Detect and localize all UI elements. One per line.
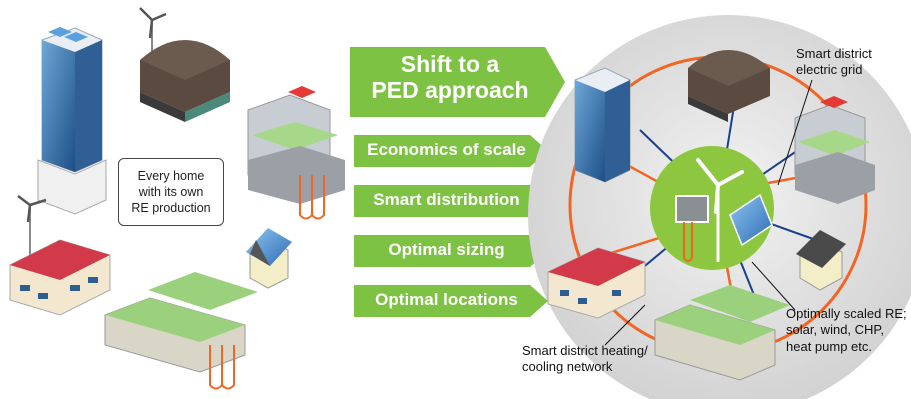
district-arena-icon: [688, 50, 770, 122]
heating-annotation-line2: cooling network: [522, 359, 613, 375]
home-production-note: Every home with its own RE production: [118, 158, 224, 226]
home-note-line1: Every home: [137, 168, 205, 183]
arrow-sizing: [354, 235, 548, 267]
arena-building-icon: [139, 7, 230, 122]
district-office-tower-icon: [574, 67, 631, 183]
grid-annotation-line2: electric grid: [796, 62, 863, 78]
wind-turbine-icon: [696, 158, 744, 262]
re-annotation: Optimally scaled RE; solar, wind, CHP, h…: [786, 306, 907, 355]
heating-annotation: Smart district heating/ cooling network: [522, 343, 648, 376]
heating-annotation-line1: Smart district heating/: [522, 343, 648, 358]
solar-panel-icon: [729, 193, 773, 247]
district-hospital-icon: [794, 96, 875, 204]
step-shift-line2: PED approach: [371, 77, 529, 104]
re-annotation-line1: Optimally scaled RE;: [786, 306, 907, 321]
re-annotation-line3: heat pump etc.: [786, 338, 872, 354]
step-shift-ped: Shift to a PED approach: [350, 51, 550, 104]
house-solar-icon: [246, 228, 292, 289]
step-economics: Economics of scale: [367, 140, 526, 159]
grid-leader-line: [777, 79, 813, 186]
arrow-distribution: [354, 185, 548, 217]
grid-annotation: Smart district electric grid: [796, 46, 872, 79]
home-note-line2: with its own: [138, 184, 204, 199]
residential-complex-icon: [104, 272, 258, 390]
office-tower-icon: [37, 27, 107, 215]
arrow-shift-ped: [350, 47, 565, 117]
apartment-block-icon: [9, 195, 111, 316]
district-apartment-icon: [547, 247, 646, 319]
step-shift-line1: Shift to a: [400, 51, 500, 77]
step-locations: Optimal locations: [375, 290, 518, 309]
re-leader-line: [751, 261, 796, 311]
re-annotation-line2: solar, wind, CHP,: [786, 322, 885, 338]
step-distribution: Smart distribution: [373, 190, 520, 209]
heat-pump-icon: [675, 195, 709, 262]
arrow-economics: [354, 135, 548, 167]
grid-annotation-line1: Smart district: [796, 46, 872, 61]
district-house-icon: [796, 230, 846, 291]
arrow-locations: [354, 285, 548, 317]
district-residential-icon: [654, 285, 790, 381]
heating-leader-line: [604, 304, 646, 346]
hospital-building-icon: [247, 86, 345, 220]
step-sizing: Optimal sizing: [388, 240, 505, 259]
home-note-line3: RE production: [131, 201, 211, 216]
